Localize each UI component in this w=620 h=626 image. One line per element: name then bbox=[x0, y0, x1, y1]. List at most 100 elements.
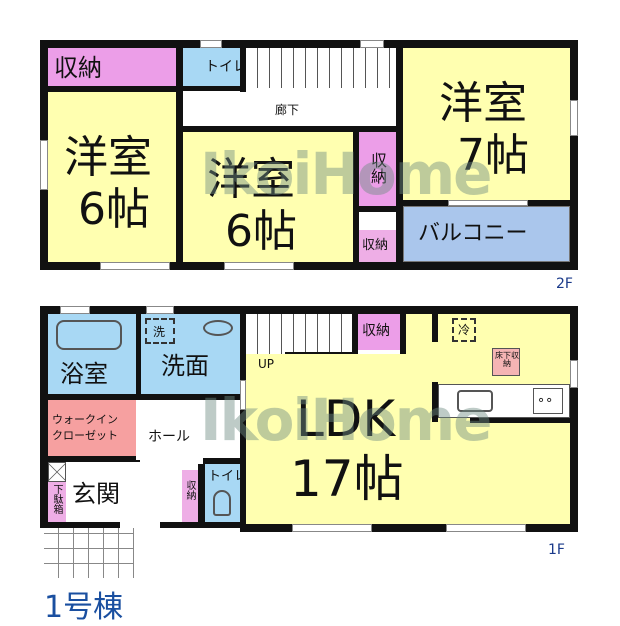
room-label: 洗面 bbox=[161, 352, 209, 380]
window bbox=[240, 380, 246, 410]
wall bbox=[353, 132, 359, 264]
room-label: 床下収納 bbox=[495, 351, 519, 368]
sink-icon bbox=[203, 320, 233, 336]
fridge-label: 冷 bbox=[458, 323, 471, 337]
burner-glyph: ∘∘ bbox=[537, 393, 554, 408]
entrance-porch bbox=[44, 528, 134, 578]
wall bbox=[40, 306, 578, 314]
room-label: バルコニー bbox=[418, 221, 528, 246]
room-label: 収納 bbox=[54, 54, 102, 82]
room-label: 浴室 bbox=[60, 360, 108, 388]
wall bbox=[203, 458, 243, 464]
wall bbox=[570, 306, 578, 530]
stove-icon: ∘∘ bbox=[533, 388, 563, 414]
building-label: 1号棟 bbox=[44, 590, 124, 625]
wall bbox=[40, 40, 578, 48]
cabinet-mark bbox=[48, 462, 66, 482]
room-size: 17帖 bbox=[290, 450, 404, 508]
window bbox=[570, 360, 578, 388]
staircase-1f bbox=[246, 314, 356, 354]
wall bbox=[48, 456, 140, 462]
room-size: 7帖 bbox=[457, 130, 529, 181]
wall bbox=[432, 314, 438, 342]
room-label: ウォークイン bbox=[52, 413, 118, 426]
floor-label-2f: 2F bbox=[556, 276, 573, 292]
wall bbox=[176, 48, 183, 264]
room-label: LDK bbox=[296, 390, 396, 448]
window bbox=[446, 524, 526, 532]
fridge-space: 冷 bbox=[452, 318, 476, 342]
room-label-2: クローゼット bbox=[52, 429, 118, 442]
kitchen-counter: ∘∘ bbox=[438, 384, 570, 418]
wall bbox=[396, 48, 403, 264]
wall bbox=[198, 464, 205, 524]
wall bbox=[400, 314, 406, 358]
room-label: 収納 bbox=[184, 480, 195, 500]
wall bbox=[48, 394, 244, 400]
room-label: ホール bbox=[148, 429, 190, 445]
window bbox=[100, 262, 170, 270]
room-size: 6帖 bbox=[78, 184, 150, 235]
room-label: 収納 bbox=[362, 323, 390, 339]
room-washroom: 洗 洗面 bbox=[141, 314, 241, 394]
wall bbox=[432, 382, 438, 422]
room-storage-2f-1: 収納 bbox=[48, 48, 178, 86]
bathtub-icon bbox=[56, 320, 122, 350]
room-western-6-middle: 洋室 6帖 bbox=[183, 132, 353, 262]
room-shoe-cabinet: 下駄箱 bbox=[48, 482, 66, 522]
floor-label-1f: 1F bbox=[548, 542, 565, 558]
wall bbox=[136, 314, 141, 398]
room-size: 6帖 bbox=[225, 206, 297, 257]
wall bbox=[470, 418, 570, 423]
room-western-6-left: 洋室 6帖 bbox=[48, 92, 176, 262]
window bbox=[448, 200, 528, 206]
room-ldk-kitchen bbox=[406, 314, 570, 354]
room-balcony: バルコニー bbox=[403, 206, 570, 262]
room-label: 収納 bbox=[362, 238, 389, 253]
room-western-7: 洋室 7帖 bbox=[403, 48, 570, 200]
room-storage-1f-2: 収納 bbox=[358, 314, 400, 350]
room-ldk: UP LDK 17帖 bbox=[246, 354, 570, 524]
watermark-1f: IkoiHome bbox=[200, 386, 492, 454]
room-bathroom: 浴室 bbox=[48, 314, 136, 394]
stair-label-up: UP bbox=[258, 357, 275, 371]
room-hallway-2f: 廊下 bbox=[183, 92, 397, 126]
wall bbox=[240, 374, 246, 530]
room-hall: ホール bbox=[136, 400, 240, 460]
room-label: 廊下 bbox=[275, 103, 300, 117]
window bbox=[570, 100, 578, 136]
wall bbox=[40, 306, 48, 528]
wall bbox=[48, 86, 178, 92]
wall bbox=[570, 40, 578, 270]
wall bbox=[40, 262, 578, 270]
window bbox=[60, 306, 90, 314]
wall bbox=[352, 314, 358, 358]
room-walk-in-closet: ウォークイン クローゼット bbox=[48, 400, 136, 456]
room-label: 洋室 bbox=[439, 78, 527, 129]
room-label: トイレ bbox=[208, 469, 248, 484]
watermark-2f: IkoiHome bbox=[200, 140, 492, 208]
room-storage-2f-3: 収納 bbox=[359, 230, 396, 262]
room-storage-2f-2: 収納 bbox=[359, 132, 396, 206]
room-entrance: 玄関 bbox=[66, 462, 136, 522]
room-toilet-2f: トイレ bbox=[183, 48, 247, 86]
room-label: 収納 bbox=[368, 152, 387, 184]
wall bbox=[240, 524, 578, 532]
underfloor-storage: 床下収納 bbox=[492, 348, 520, 376]
wall bbox=[183, 126, 397, 132]
toilet-icon bbox=[213, 490, 231, 516]
wall bbox=[183, 86, 241, 91]
wall bbox=[240, 48, 246, 93]
room-storage-1f-1: 収納 bbox=[182, 470, 198, 522]
window bbox=[224, 262, 294, 270]
window bbox=[360, 40, 384, 48]
wall bbox=[240, 314, 246, 374]
sink-icon bbox=[457, 390, 493, 412]
washer-space: 洗 bbox=[145, 318, 175, 344]
wall bbox=[40, 522, 120, 528]
window bbox=[40, 140, 48, 190]
window bbox=[146, 306, 174, 314]
room-label: トイレ bbox=[205, 59, 247, 75]
wall bbox=[160, 522, 240, 528]
room-label: 洋室 bbox=[64, 132, 152, 183]
